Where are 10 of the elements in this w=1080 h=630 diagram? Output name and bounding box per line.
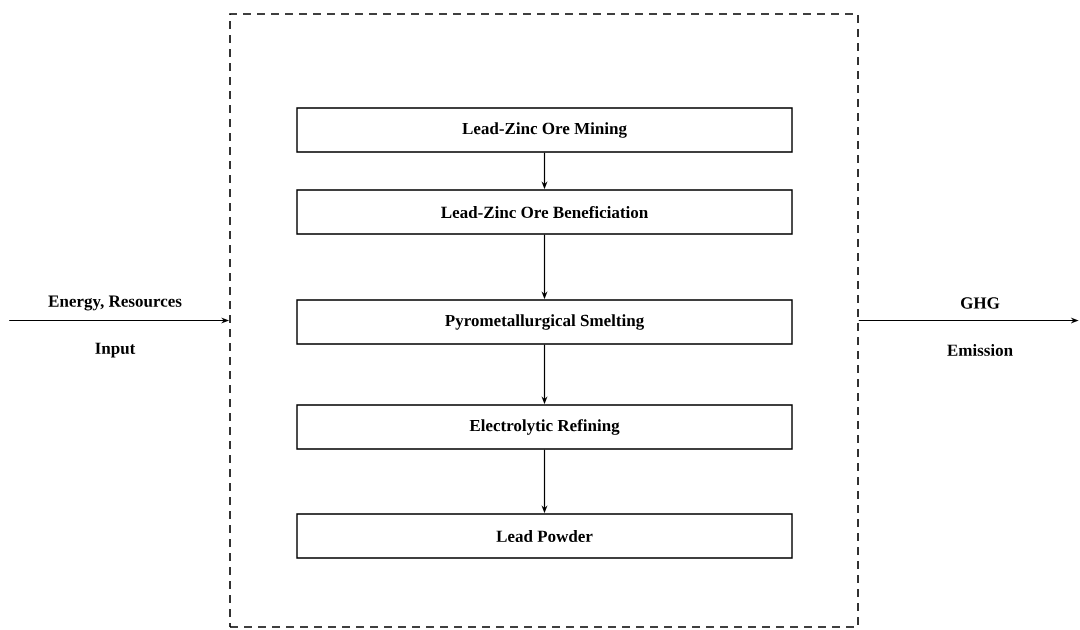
process-box: Pyrometallurgical Smelting [296, 299, 793, 345]
flow-label: Emission [947, 344, 1013, 356]
process-box: Lead Powder [296, 513, 793, 559]
flow-label: Input [95, 342, 136, 358]
process-box: Lead-Zinc Ore Beneficiation [296, 189, 793, 235]
flow-label: Energy, Resources [48, 295, 182, 311]
system-boundary [229, 13, 859, 628]
process-box: Lead-Zinc Ore Mining [296, 107, 793, 153]
flow-label: GHG [961, 297, 1000, 309]
process-box: Electrolytic Refining [296, 404, 793, 450]
